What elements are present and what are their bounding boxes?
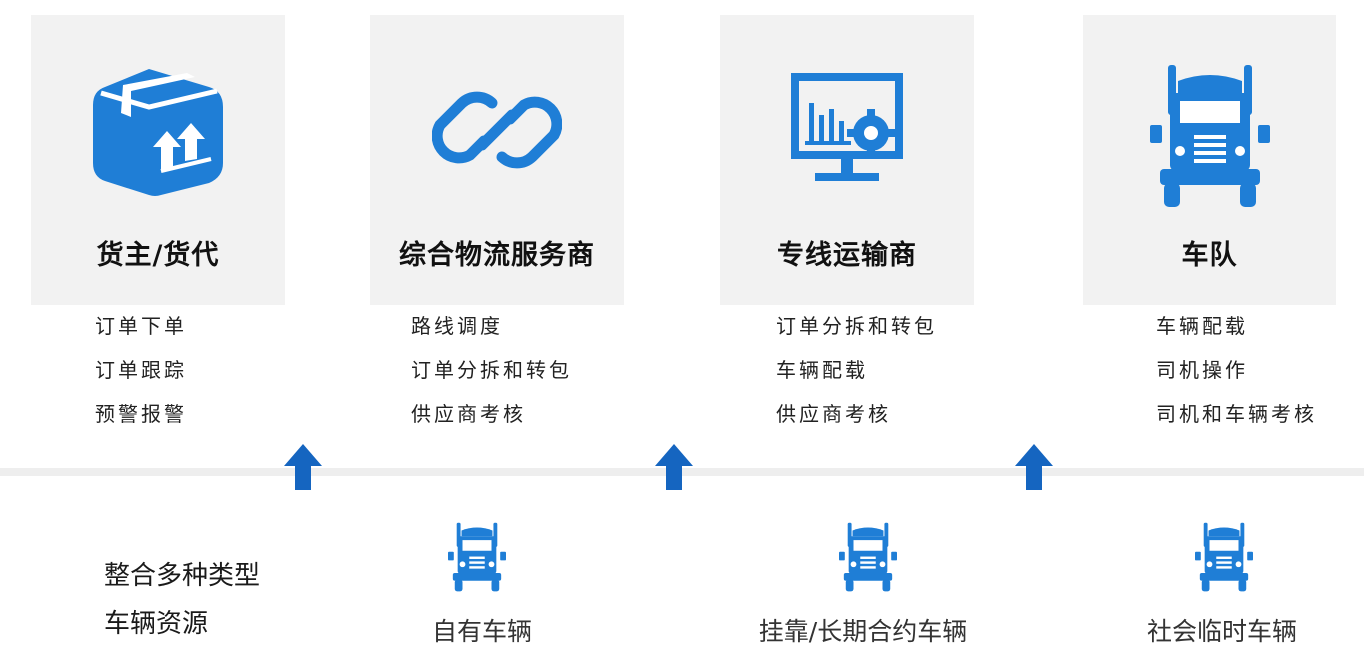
truck-icon: [448, 522, 506, 592]
resource-label-contract: 挂靠/长期合约车辆: [758, 617, 968, 646]
card-list-carrier: 订单分拆和转包 车辆配载 供应商考核: [776, 313, 937, 445]
summary-line: 车辆资源: [104, 609, 209, 639]
resource-label-temporary: 社会临时车辆: [1146, 617, 1297, 646]
card-logistics-provider: 综合物流服务商: [370, 15, 624, 305]
list-item: 车辆配载: [776, 358, 868, 382]
resource-label-own: 自有车辆: [431, 617, 532, 646]
list-item: 订单跟踪: [95, 358, 187, 382]
list-item: 车辆配载: [1156, 314, 1248, 338]
card-title: 专线运输商: [777, 240, 917, 271]
truck-icon: [839, 522, 897, 592]
package-box-icon: [93, 69, 223, 196]
list-item: 司机操作: [1156, 358, 1248, 382]
list-item: 司机和车辆考核: [1156, 402, 1317, 426]
card-title: 综合物流服务商: [399, 240, 595, 271]
card-list-shipper: 订单下单 订单跟踪 预警报警: [95, 313, 187, 445]
list-item: 订单分拆和转包: [776, 314, 937, 338]
up-arrow-icon: [1015, 444, 1053, 490]
card-title: 车队: [1181, 240, 1238, 271]
list-item: 供应商考核: [411, 402, 526, 426]
up-arrow-icon: [655, 444, 693, 490]
card-fleet: 车队: [1083, 15, 1336, 305]
card-line-carrier: 专线运输商: [720, 15, 974, 305]
list-item: 订单下单: [95, 314, 187, 338]
truck-icon: [1195, 522, 1253, 592]
monitor-chart-gear-icon: [791, 73, 903, 181]
list-item: 预警报警: [95, 402, 187, 426]
summary-text: 整合多种类型 车辆资源: [104, 552, 260, 648]
up-arrow-icon: [284, 444, 322, 490]
list-item: 订单分拆和转包: [411, 358, 572, 382]
truck-icon: [1149, 65, 1270, 207]
link-chain-icon: [432, 91, 562, 169]
list-item: 供应商考核: [776, 402, 891, 426]
card-shipper: 货主/货代: [31, 15, 285, 305]
list-item: 路线调度: [411, 314, 503, 338]
summary-line: 整合多种类型: [104, 561, 261, 591]
card-title: 货主/货代: [96, 240, 220, 271]
card-list-logistics: 路线调度 订单分拆和转包 供应商考核: [411, 313, 572, 445]
card-list-fleet: 车辆配载 司机操作 司机和车辆考核: [1156, 313, 1317, 445]
